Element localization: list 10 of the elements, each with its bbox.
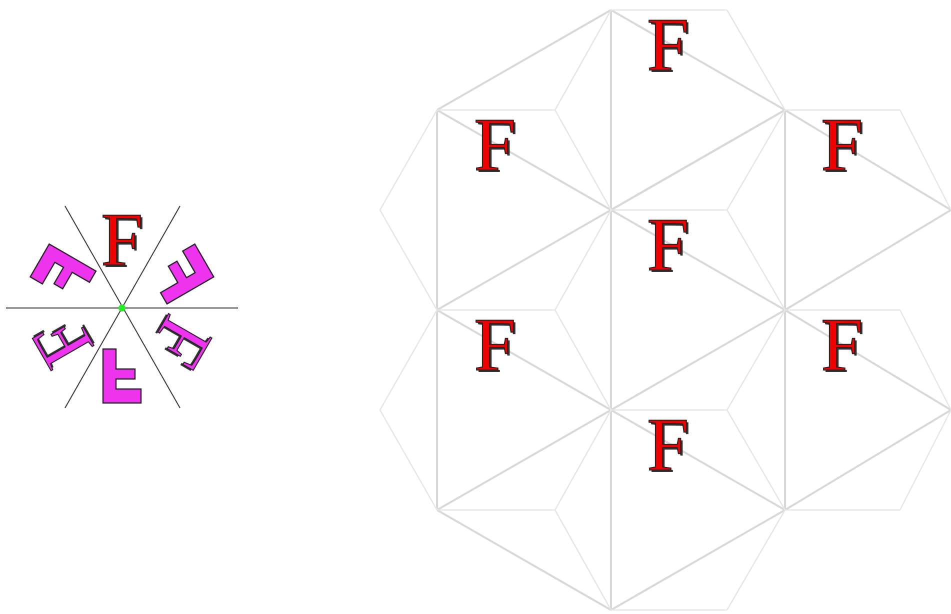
letter: F [820,115,864,175]
letter: F [820,315,864,375]
letter: F [100,210,144,270]
letter: F [474,315,516,375]
letter: F [144,308,218,376]
letter: F [646,15,690,75]
letter: F [26,308,100,376]
letter: F [646,415,690,475]
letter: F [474,115,516,175]
letter: F [646,215,690,275]
